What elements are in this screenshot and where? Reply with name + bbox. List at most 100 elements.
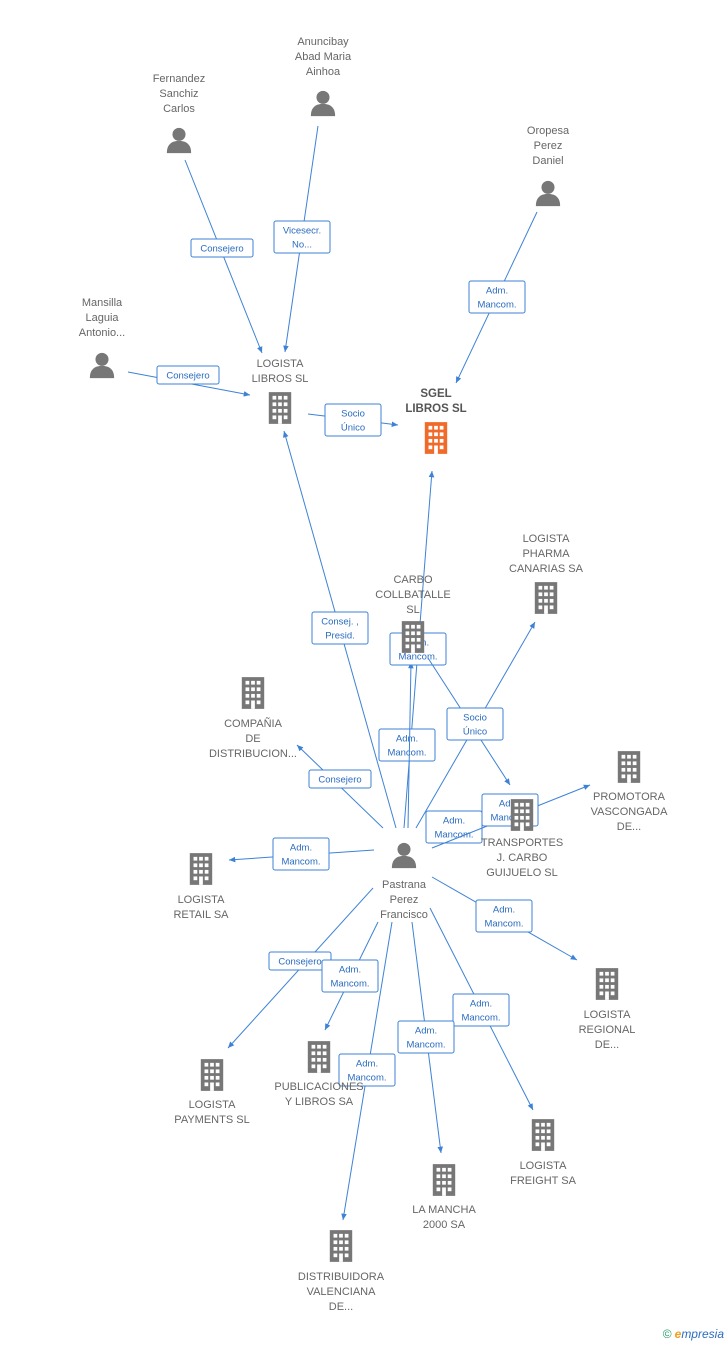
node-label-line: VALENCIANA (307, 1286, 377, 1298)
edge-label-text: Mancom. (406, 1040, 445, 1051)
building-icon (534, 582, 558, 614)
edge-pastrana-to-logista_retail: Adm.Mancom. (228, 837, 375, 871)
edge-label-text: Presid. (325, 631, 355, 642)
edge-label-box[interactable] (308, 769, 372, 789)
node-label-line: LOGISTA (584, 1009, 632, 1021)
node-label-line: Mansilla (82, 297, 123, 309)
node-label-line: Daniel (532, 155, 563, 167)
edge-pastrana-to-logista_payments: Consejero (227, 887, 374, 1049)
node-logista_regional[interactable]: LOGISTAREGIONALDE... (579, 968, 636, 1051)
node-label-line: Abad Maria (295, 51, 352, 63)
edge-label-text: Único (463, 727, 487, 738)
edge-label-text: Adm. (290, 843, 312, 854)
edge-label-box[interactable] (338, 1053, 396, 1087)
edge-label-text: Mancom. (434, 830, 473, 841)
edge-label-text: Adm. (493, 905, 515, 916)
edge-label-box[interactable] (321, 959, 379, 993)
node-label-line: Perez (534, 140, 563, 152)
person-icon (89, 352, 115, 379)
node-label-line: 2000 SA (423, 1219, 466, 1231)
edge-label-text: Adm. (415, 1026, 437, 1037)
node-label-line: LA MANCHA (412, 1204, 476, 1216)
edge-label-box[interactable] (190, 238, 254, 258)
edge-label-box[interactable] (397, 1020, 455, 1054)
node-label-line: TRANSPORTES (481, 837, 563, 849)
edge-label-box[interactable] (272, 837, 330, 871)
node-label-line: RETAIL SA (173, 909, 229, 921)
node-label-line: GUIJUELO SL (486, 867, 558, 879)
edge-label-box[interactable] (475, 899, 533, 933)
node-label-line: LOGISTA (189, 1099, 237, 1111)
edge-label-text: Socio (341, 409, 365, 420)
building-icon (189, 853, 213, 885)
edge-oropesa-to-sgel: Adm.Mancom. (455, 211, 538, 384)
node-mansilla[interactable]: MansillaLaguiaAntonio... (79, 297, 125, 379)
building-icon (241, 677, 265, 709)
node-label-line: DISTRIBUCION... (209, 748, 297, 760)
node-label-line: Sanchiz (159, 88, 198, 100)
node-label-line: Antonio... (79, 327, 125, 339)
edge-label-box[interactable] (446, 707, 504, 741)
edge-label-box[interactable] (378, 728, 436, 762)
edge-label-text: Adm. (486, 286, 508, 297)
edge-label-text: Consejero (166, 371, 209, 382)
node-promotora[interactable]: PROMOTORAVASCONGADADE... (591, 751, 668, 833)
edge-label-text: Consejero (278, 957, 321, 968)
node-label-line: J. CARBO (497, 852, 548, 864)
edge-mansilla-to-logista_libros: Consejero (127, 365, 251, 397)
node-transportes[interactable]: TRANSPORTES J. CARBO GUIJUELO SL (481, 799, 563, 879)
edge-fernandez-to-logista_libros: Consejero (184, 159, 263, 354)
person-icon (535, 180, 561, 207)
node-label-line: Ainhoa (306, 66, 341, 78)
edges-layer: ConsejeroVicesecr.No...ConsejeroAdm.Manc… (127, 125, 591, 1221)
copyright-symbol: © (662, 1327, 672, 1341)
building-icon (307, 1041, 331, 1073)
edge-label-text: Adm. (499, 799, 521, 810)
edge-label-box[interactable] (273, 220, 331, 254)
building-icon (432, 1164, 456, 1196)
node-label-line: CANARIAS SA (509, 563, 584, 575)
edge-label-text: Mancom. (490, 813, 529, 824)
node-la_mancha[interactable]: LA MANCHA 2000 SA (412, 1164, 476, 1231)
edge-label-box[interactable] (311, 611, 369, 645)
edge-label-text: Adm. (339, 965, 361, 976)
edge-label-box[interactable] (156, 365, 220, 385)
edge-label-text: Mancom. (330, 979, 369, 990)
edge-label-box[interactable] (468, 280, 526, 314)
edge-label-text: Mancom. (398, 652, 437, 663)
person-icon (391, 842, 417, 869)
node-label-line: LIBROS SL (252, 373, 309, 385)
node-label-line: Perez (390, 894, 419, 906)
edge-label-text: Socio (463, 713, 487, 724)
edge-label-text: Mancom. (484, 919, 523, 930)
edge-label-text: Consej. , (321, 617, 359, 628)
edge-label-text: Único (341, 423, 365, 434)
node-label-line: Oropesa (527, 125, 570, 137)
edge-label-box[interactable] (324, 403, 382, 437)
node-label-line: Y LIBROS SA (285, 1096, 354, 1108)
edge-label-text: Consejero (200, 244, 243, 255)
node-label-line: Pastrana (382, 879, 427, 891)
node-label-line: Anuncibay (297, 36, 349, 48)
edge-label-box[interactable] (425, 810, 483, 844)
building-icon (329, 1230, 353, 1262)
node-label-line: COLLBATALLE (375, 589, 450, 601)
node-compania[interactable]: COMPAÑIADEDISTRIBUCION... (209, 677, 297, 760)
edge-label-box[interactable] (452, 993, 510, 1027)
edge-label-text: Mancom. (461, 1013, 500, 1024)
node-distribuidora[interactable]: DISTRIBUIDORAVALENCIANADE... (298, 1230, 385, 1313)
